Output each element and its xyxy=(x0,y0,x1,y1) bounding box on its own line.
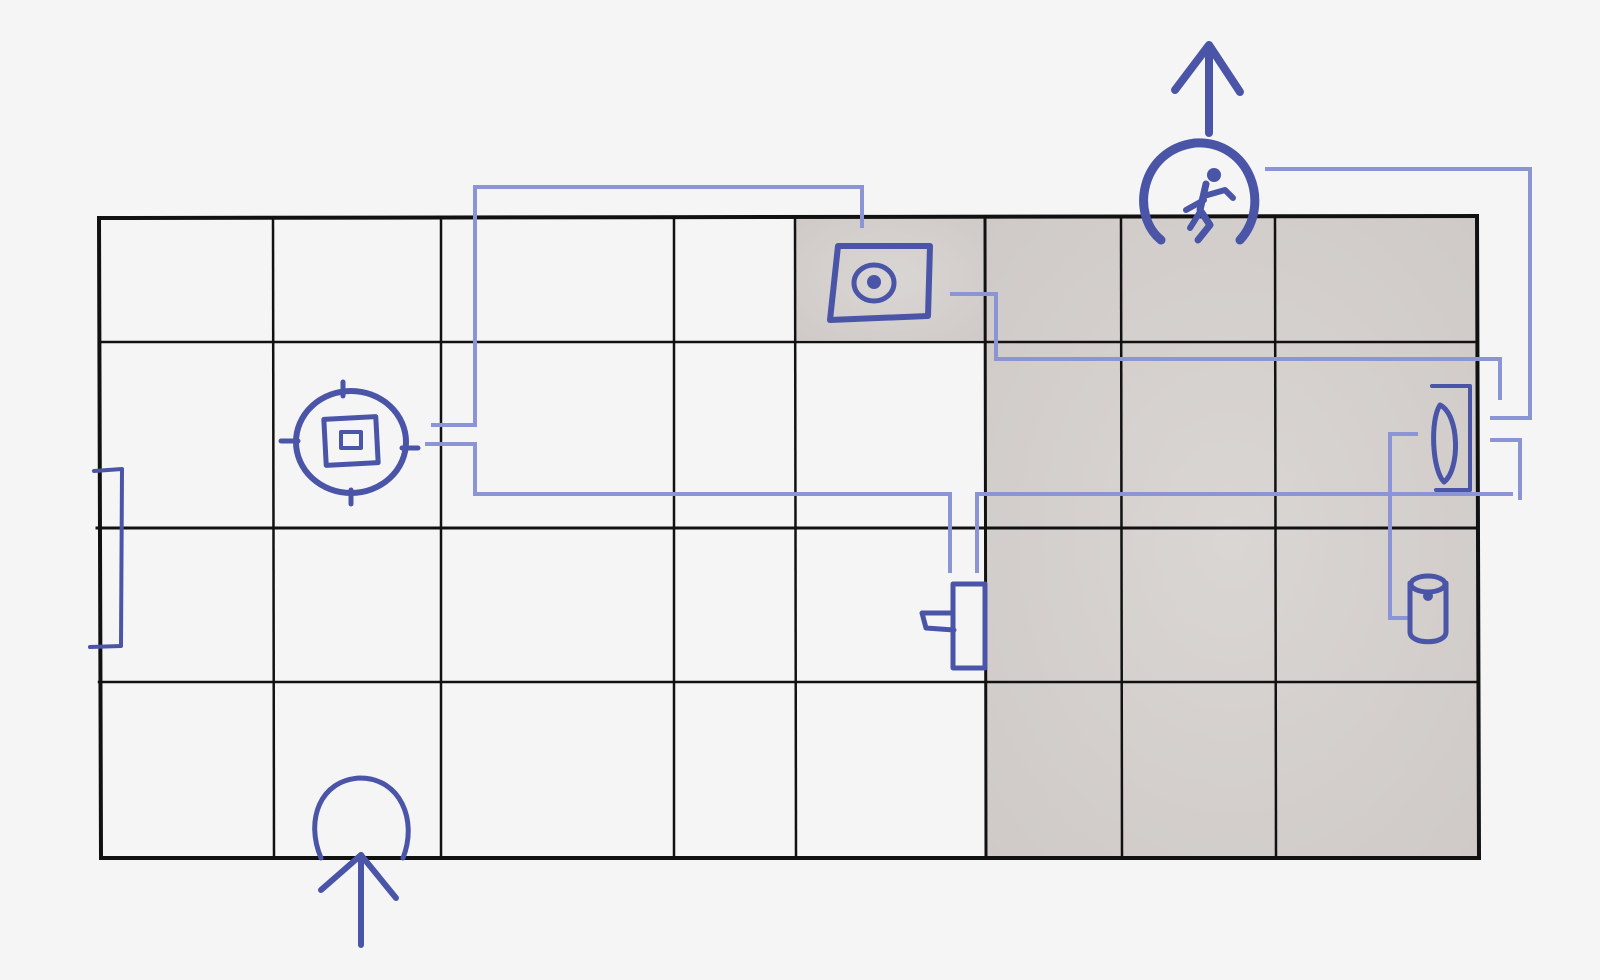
wire-panel-to-cylinder xyxy=(1388,432,1418,620)
wire-exit-to-panel xyxy=(1265,167,1532,420)
side-panel-icon xyxy=(919,581,988,671)
wire-lower-right-run xyxy=(975,492,1513,573)
bracket-icon xyxy=(88,467,124,649)
square-floor-button-icon xyxy=(827,243,933,323)
side-panel-icon xyxy=(1430,384,1472,492)
crosshair-target-icon xyxy=(278,379,421,507)
grey-floor-region xyxy=(795,218,1477,858)
entrance-door-arrow-in-icon xyxy=(312,775,411,948)
cylinder-icon xyxy=(1407,573,1449,645)
exit-door-with-figure-arrow-out-icon xyxy=(1139,41,1260,245)
wiring xyxy=(425,167,1532,620)
wire-target-to-panel-left xyxy=(425,442,952,573)
chamber-grid xyxy=(95,213,1482,861)
wire-stub-right xyxy=(1490,438,1522,500)
wire-button-to-panel-right xyxy=(950,292,1502,400)
wire-target-to-button xyxy=(431,185,864,427)
running-figure-icon xyxy=(1183,168,1236,244)
